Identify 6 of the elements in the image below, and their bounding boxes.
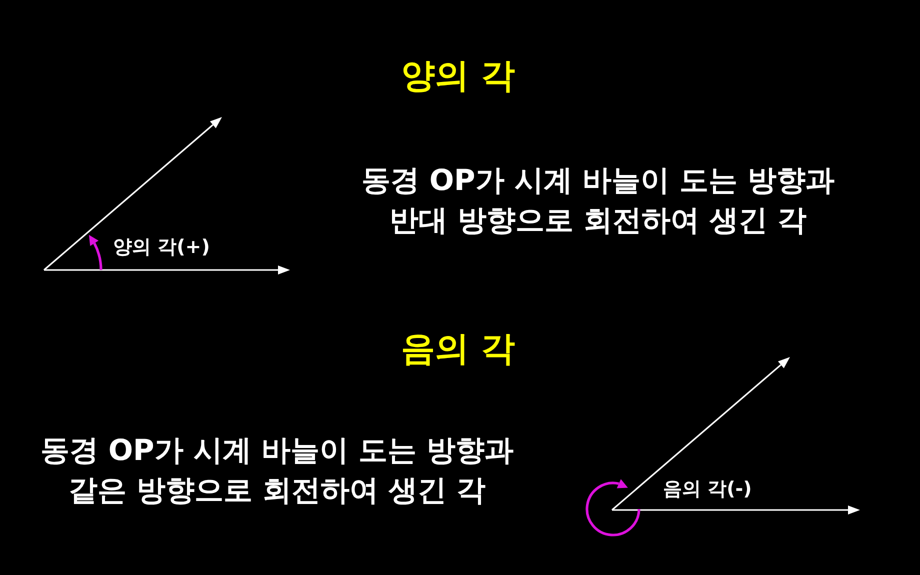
description-text: 동경 OP가 시계 바늘이 도는 방향과 같은 방향으로 회전하여 생긴 각 bbox=[39, 432, 515, 509]
section-heading: 양의 각 bbox=[401, 54, 515, 98]
section-heading: 음의 각 bbox=[401, 328, 515, 370]
description-text: 동경 OP가 시계 바늘이 도는 방향과 반대 방향으로 회전하여 생긴 각 bbox=[360, 162, 836, 239]
angle-label: 음의 각(-) bbox=[663, 478, 752, 502]
angle-label: 양의 각(+) bbox=[113, 236, 210, 260]
